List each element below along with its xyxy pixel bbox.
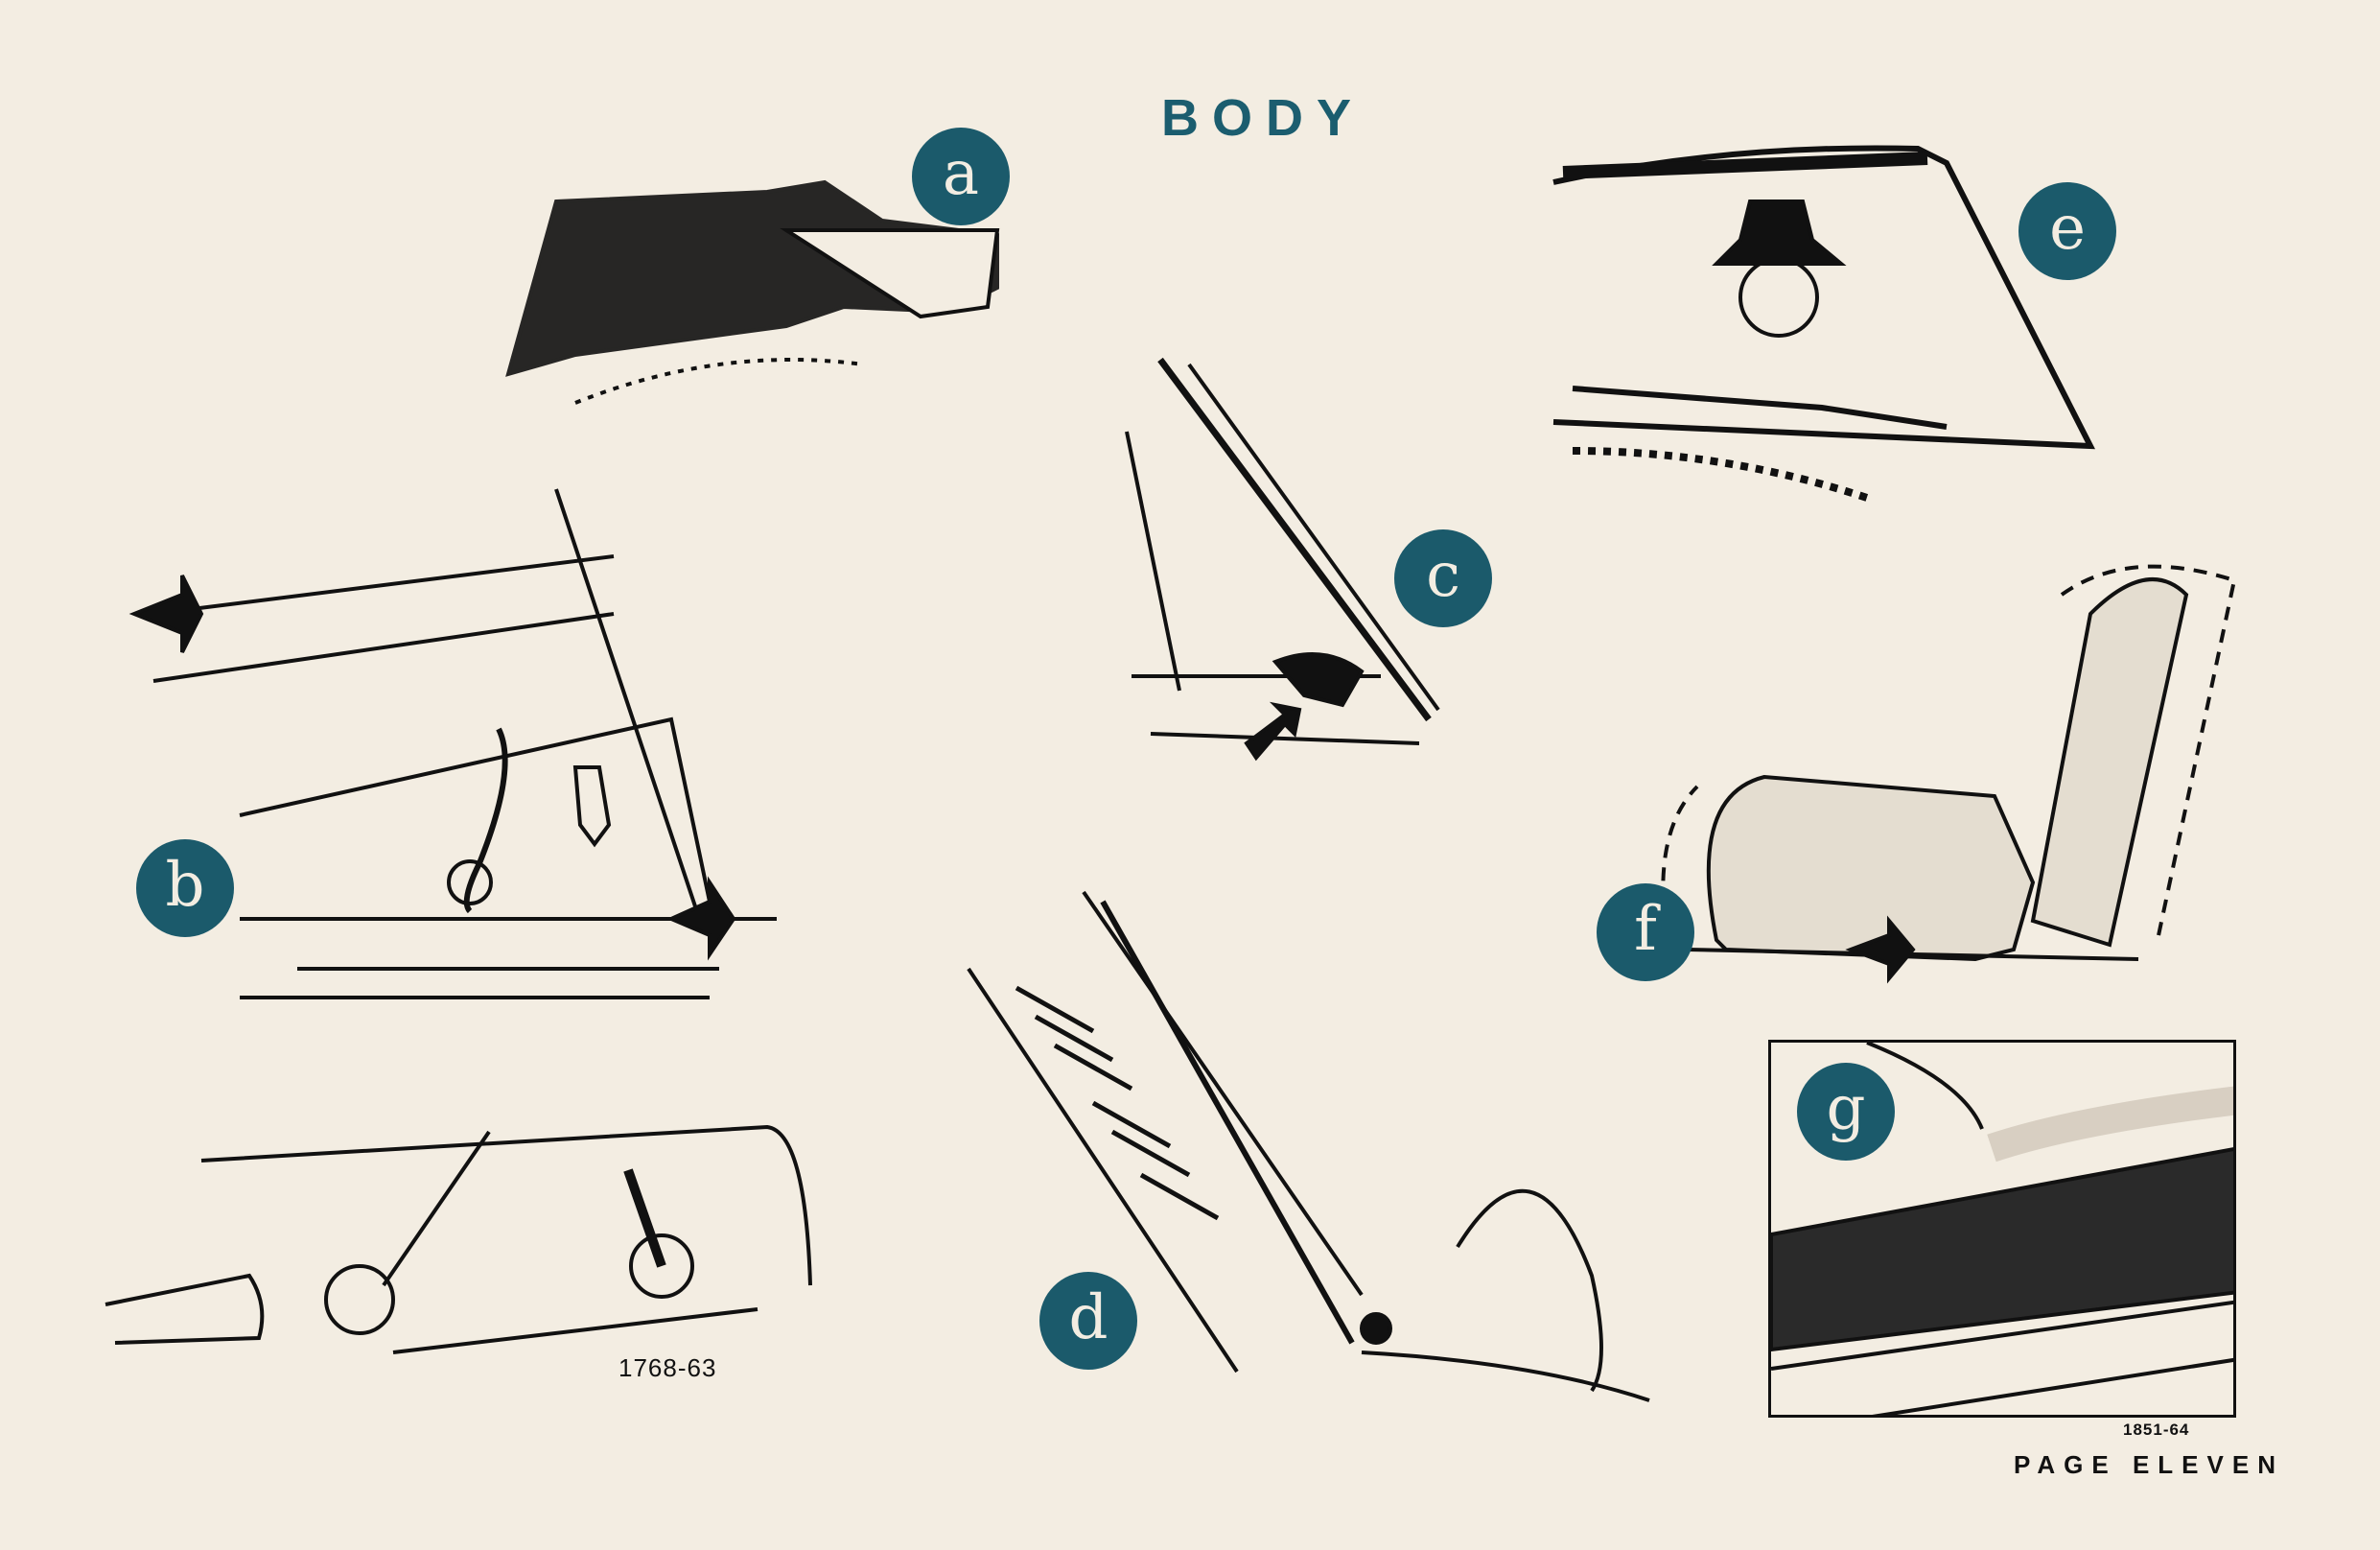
seat-adjustment-illustration [1661, 564, 2237, 984]
vent-window-illustration [1125, 357, 1440, 762]
label-f: f [1597, 883, 1694, 981]
door-sill-illustration [1771, 1043, 2233, 1415]
label-g: g [1797, 1063, 1895, 1161]
page-number-footer: PAGE ELEVEN [2013, 1450, 2284, 1479]
figure-number-right: 1851-64 [2123, 1421, 2190, 1439]
figure-number-left: 1768-63 [618, 1353, 717, 1382]
door-window-crank-illustration [105, 488, 812, 1354]
label-d: d [1039, 1272, 1137, 1370]
hand-door-handle-illustration [505, 179, 1000, 405]
figure-g-frame [1768, 1040, 2236, 1418]
label-b: b [136, 839, 234, 937]
windshield-driver-illustration [1552, 145, 2096, 503]
label-a: a [912, 128, 1010, 225]
label-e: e [2018, 182, 2116, 280]
cowl-wiper-illustration [967, 890, 1650, 1402]
page-title: BODY [1160, 89, 1365, 147]
label-c: c [1394, 529, 1492, 627]
